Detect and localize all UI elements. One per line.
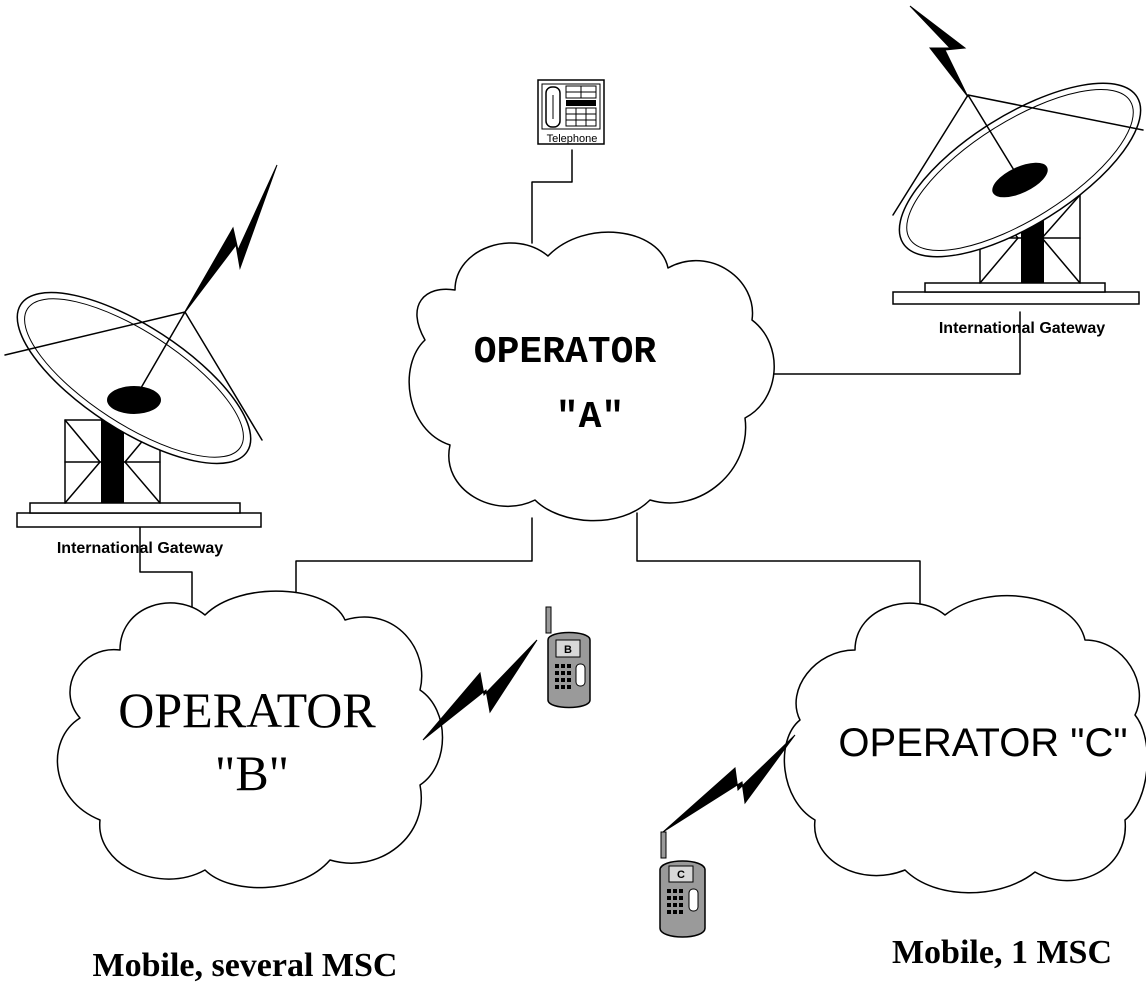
satellite-dish-icon [4,291,263,528]
cloud-operator-a [408,231,775,522]
gateway-left-label: International Gateway [57,540,223,557]
cloud-operator-b [56,590,444,889]
operator-b-name: OPERATOR [118,682,376,738]
mobile-phone-icon [545,606,591,709]
mobile-phone-icon [659,831,706,938]
operator-a-letter: "A" [556,396,624,439]
link-operator-a-gateway-right [761,311,1021,375]
telephone-label: Telephone [547,133,598,145]
caption-mobile-several-msc: Mobile, several MSC [93,947,398,984]
link-telephone-operator-a [531,149,573,244]
operator-a-name: OPERATOR [474,331,657,374]
mobile-b-letter: B [564,644,572,656]
radio-link-bolt-icon [422,639,538,741]
caption-mobile-one-msc: Mobile, 1 MSC [892,934,1112,971]
radio-link-bolt-icon [182,164,278,316]
link-operator-a-operator-c [636,512,921,607]
gateway-right-label: International Gateway [939,320,1105,337]
operator-b-letter: "B" [215,745,289,801]
cloud-operator-c [783,594,1146,894]
connection-lines [139,149,1021,608]
link-gateway-left-operator-b [139,525,193,608]
satellite-dish-icon [892,82,1144,305]
operator-c-name: OPERATOR "C" [838,721,1127,765]
radio-link-bolt-icon [909,5,969,98]
link-operator-a-operator-b [295,517,533,607]
mobile-c-letter: C [677,869,685,881]
telephone-icon [537,79,605,145]
radio-link-bolt-icon [662,734,796,833]
